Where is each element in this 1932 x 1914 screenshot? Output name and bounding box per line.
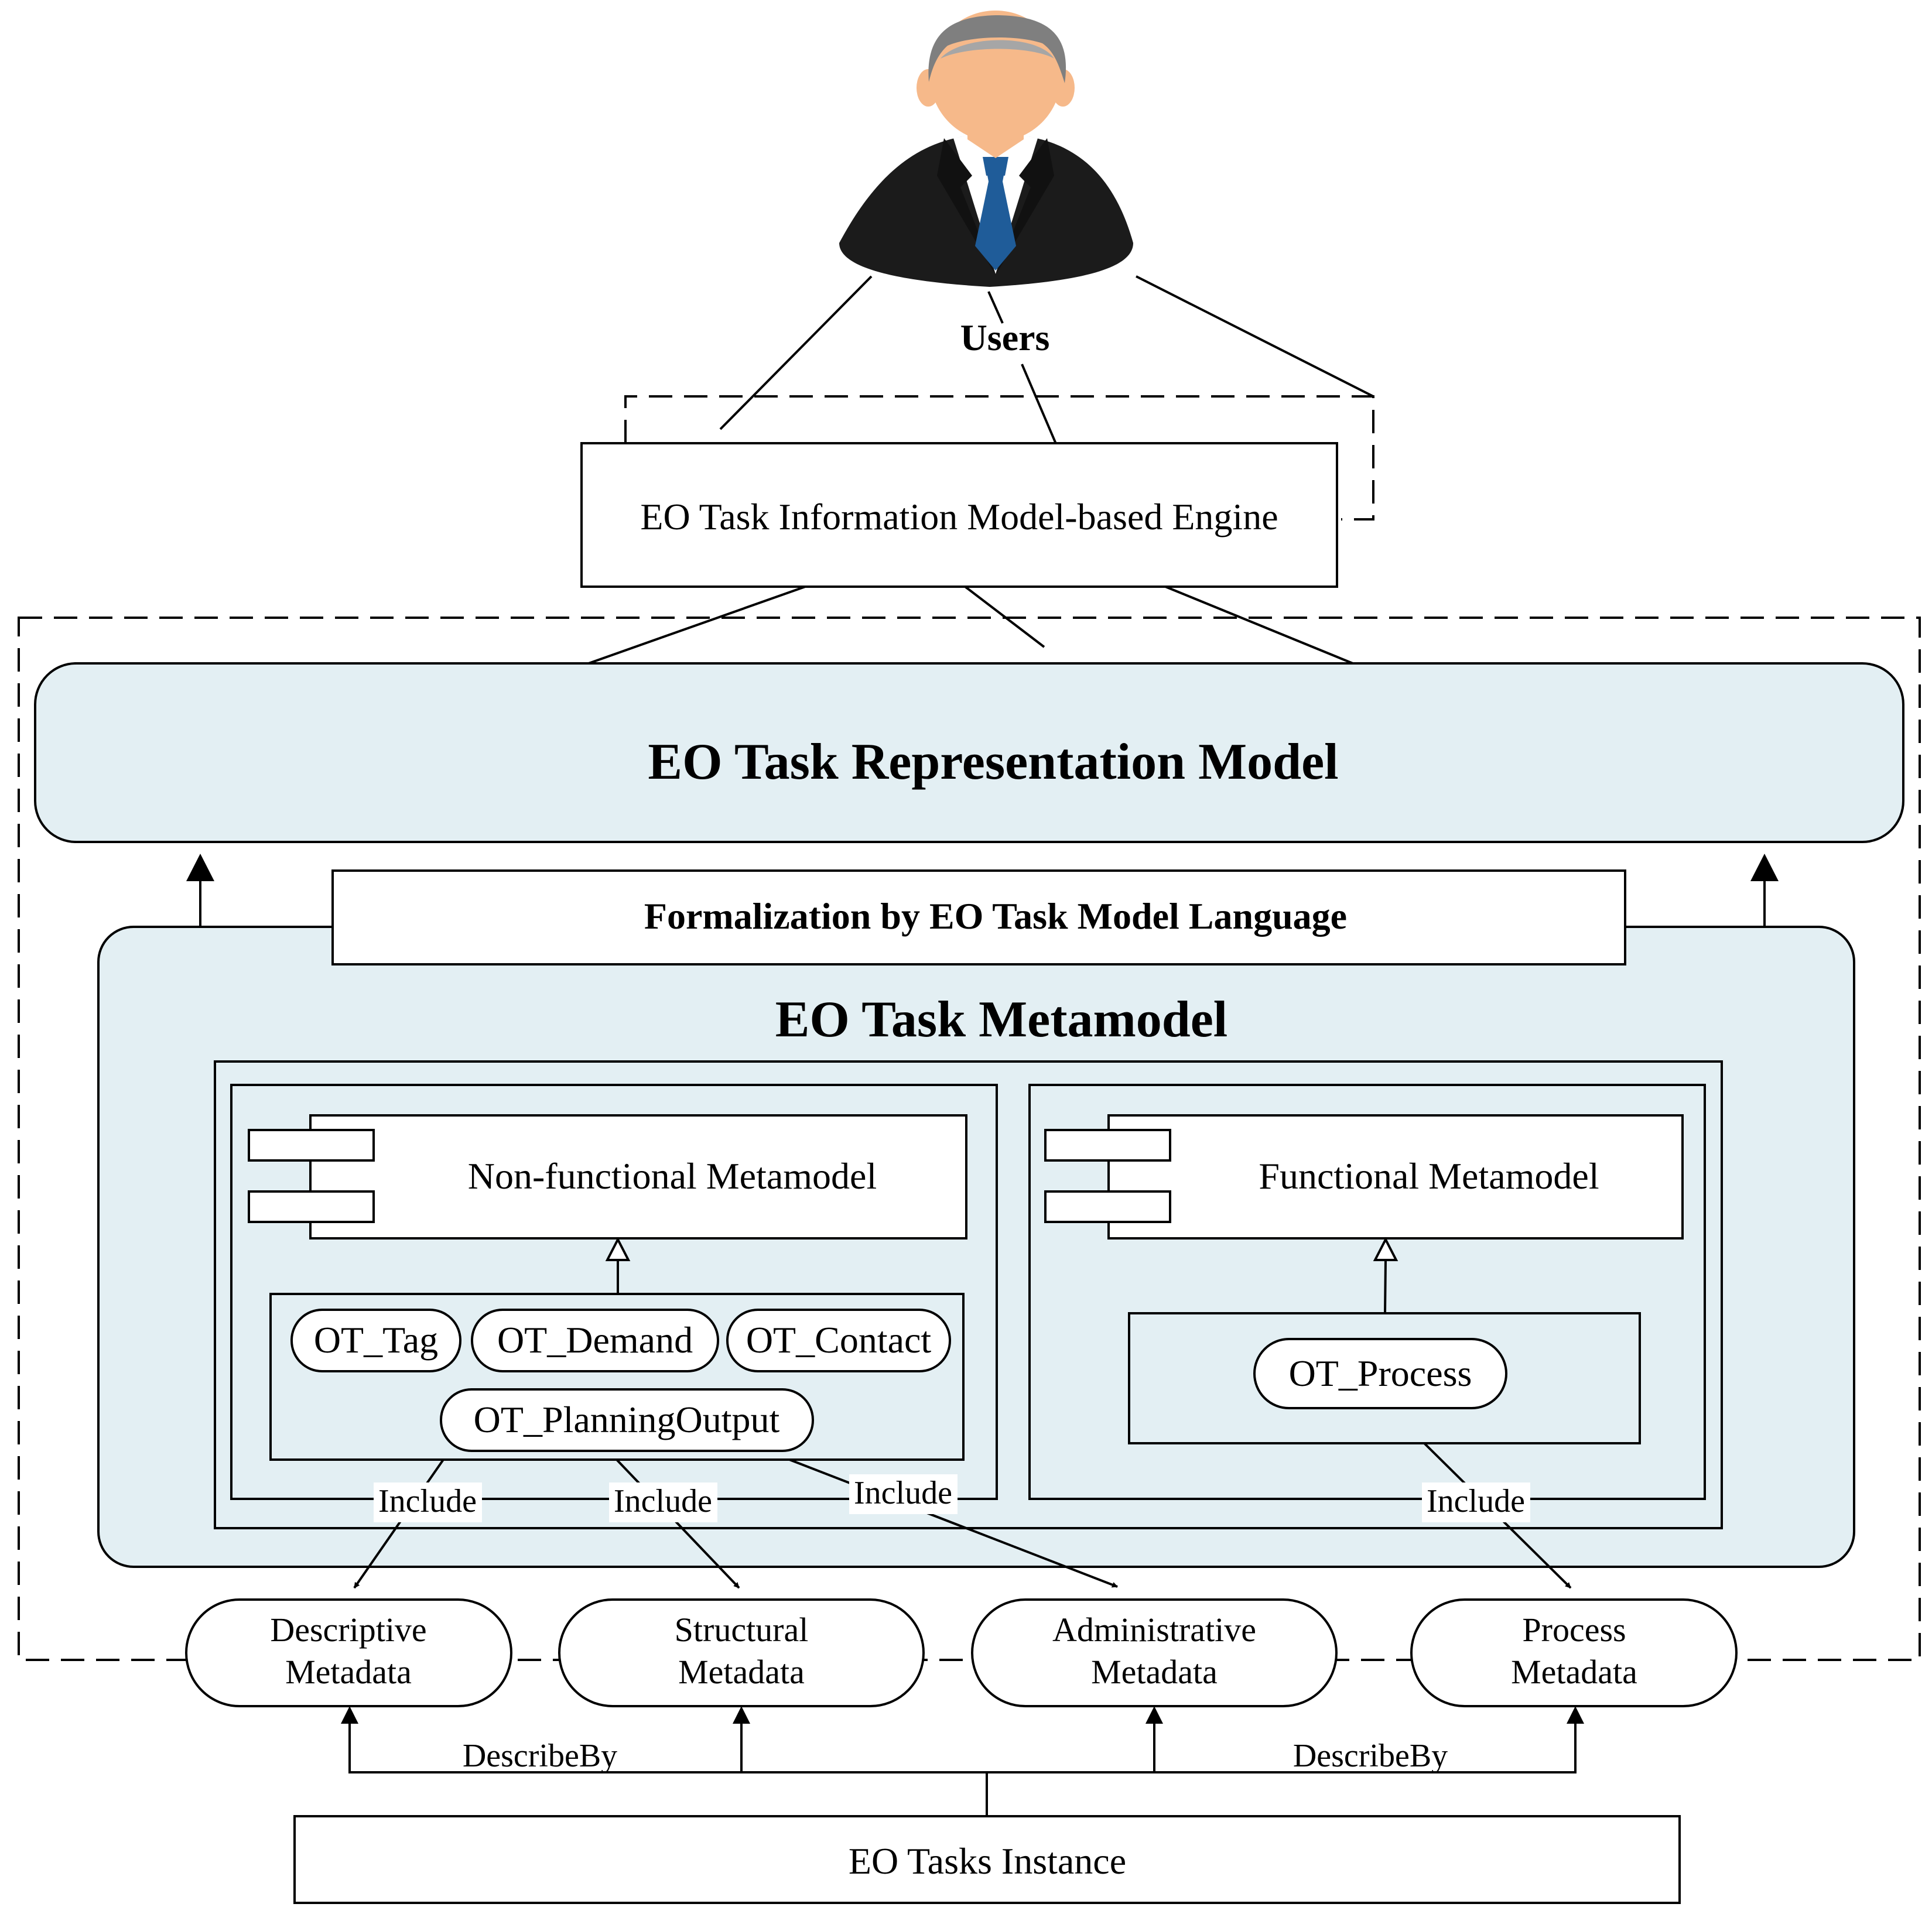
metadata-descriptive-line1: Descriptive: [270, 1611, 426, 1649]
describeby-link: [347, 1715, 988, 1816]
metadata-process: [1410, 1598, 1738, 1707]
arrow-up-icon: [341, 1706, 358, 1724]
users-label: Users: [960, 317, 1050, 358]
metadata-process-line2: Metadata: [1511, 1653, 1637, 1691]
user-engine-link: [719, 275, 873, 430]
class-ot-demand: [471, 1309, 719, 1372]
arrow-up-icon: [1750, 854, 1779, 881]
inheritance-triangle-icon: [1373, 1237, 1398, 1261]
engine-label: EO Task Information Model-based Engine: [640, 496, 1278, 537]
class-ot-process: [1253, 1338, 1507, 1409]
class-ot-tag: [290, 1309, 461, 1372]
include-label: Include: [1427, 1483, 1525, 1519]
class-ot-contact-label: OT_Contact: [746, 1319, 932, 1361]
arrow-up-icon: [186, 854, 214, 881]
user-engine-link: [987, 291, 1004, 324]
component-port-icon: [1044, 1129, 1171, 1162]
metamodel-title: EO Task Metamodel: [775, 991, 1228, 1048]
representation-model-box: [34, 662, 1904, 843]
functional-title: Functional Metamodel: [1259, 1155, 1599, 1197]
arrow-up-icon: [733, 1706, 750, 1724]
non-functional-component: [309, 1114, 967, 1240]
component-port-icon: [1044, 1190, 1171, 1223]
metadata-structural-line1: Structural: [675, 1611, 809, 1649]
metadata-descriptive-line2: Metadata: [285, 1653, 412, 1691]
include-label: Include: [378, 1483, 477, 1519]
instance-box: [293, 1815, 1681, 1904]
metadata-administrative-line2: Metadata: [1091, 1653, 1218, 1691]
engine-model-link: [588, 586, 806, 665]
metadata-structural-line2: Metadata: [678, 1653, 805, 1691]
class-ot-demand-label: OT_Demand: [497, 1319, 693, 1361]
class-ot-contact: [726, 1309, 951, 1372]
businessman-icon: [839, 11, 1133, 287]
include-link: [789, 1458, 1118, 1588]
generalization-link: [1384, 1259, 1387, 1314]
functional-classes: [1128, 1312, 1641, 1444]
include-link: [353, 1458, 444, 1589]
metadata-administrative-line1: Administrative: [1052, 1611, 1256, 1649]
engine-model-link: [1165, 586, 1353, 665]
functional-component: [1107, 1114, 1684, 1240]
include-label: Include: [614, 1483, 712, 1519]
metadata-descriptive: [185, 1598, 512, 1707]
include-label: Include: [854, 1475, 952, 1511]
describeby-link: [987, 1715, 1578, 1773]
component-port-icon: [248, 1190, 375, 1223]
non-functional-title: Non-functional Metamodel: [468, 1155, 877, 1197]
user-engine-link: [1136, 275, 1374, 398]
arrow-up-icon: [1145, 1706, 1163, 1724]
formalization-label: Formalization by EO Task Model Language: [644, 895, 1347, 937]
formalization-box: [331, 869, 1626, 965]
class-ot-process-label: OT_Process: [1289, 1353, 1472, 1394]
component-port-icon: [248, 1129, 375, 1162]
engine-box: [580, 442, 1338, 588]
user-engine-link: [1021, 364, 1058, 446]
inheritance-triangle-icon: [605, 1237, 631, 1261]
describeby-label: DescribeBy: [463, 1738, 617, 1774]
functional-package: [1028, 1084, 1706, 1500]
engine-boundary: [624, 395, 1374, 521]
system-boundary: [18, 617, 1921, 1661]
describeby-label: DescribeBy: [1293, 1738, 1448, 1774]
include-link: [615, 1458, 740, 1589]
metadata-process-line1: Process: [1522, 1611, 1626, 1649]
arrow-up-icon: [1567, 1706, 1584, 1724]
instance-label: EO Tasks Instance: [849, 1840, 1126, 1882]
class-ot-tag-label: OT_Tag: [314, 1319, 438, 1361]
representation-model-label: EO Task Representation Model: [648, 734, 1338, 790]
class-ot-planningoutput-label: OT_PlanningOutput: [474, 1399, 780, 1440]
class-ot-planningoutput: [440, 1388, 814, 1452]
